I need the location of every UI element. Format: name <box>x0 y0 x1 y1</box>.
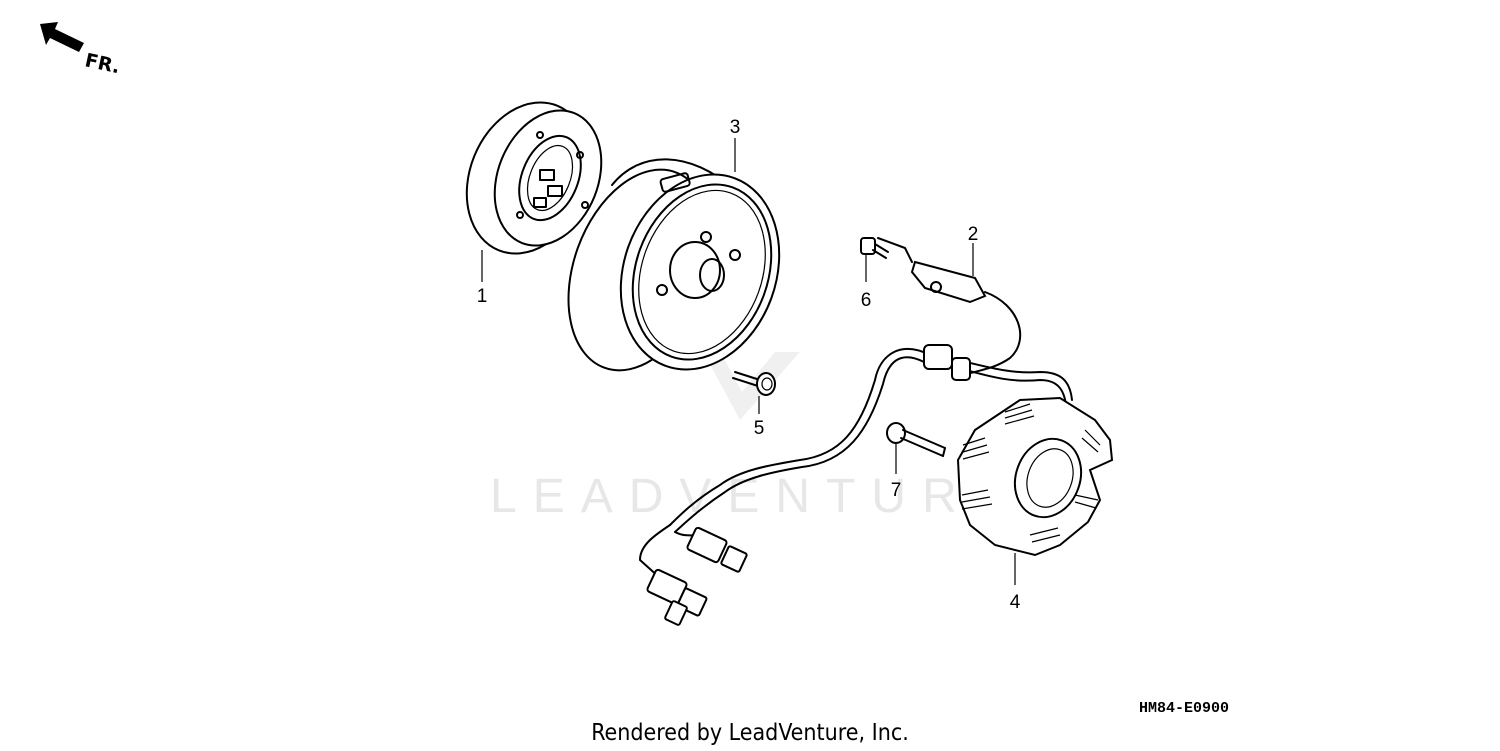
part-label-5: 5 <box>754 418 765 439</box>
part-6-bolt <box>860 237 889 259</box>
part-label-3: 3 <box>730 117 741 138</box>
footer-credit: Rendered by LeadVenture, Inc. <box>591 720 909 746</box>
part-label-7: 7 <box>891 480 902 501</box>
direction-label: FR. <box>83 49 122 78</box>
diagram-code: HM84-E0900 <box>1139 700 1229 717</box>
part-label-1: 1 <box>477 286 488 307</box>
part-7-bolt <box>886 422 946 457</box>
watermark-text: LEADVENTURE <box>490 470 1021 523</box>
part-label-2: 2 <box>968 224 979 245</box>
watermark: LEADVENTURE <box>490 255 1021 523</box>
part-4-stator <box>639 344 1114 626</box>
part-1-starter-clutch <box>465 101 603 255</box>
part-5-bolt <box>732 371 776 396</box>
part-3-flywheel <box>567 158 781 372</box>
part-label-4: 4 <box>1010 592 1021 613</box>
part-label-6: 6 <box>861 290 872 311</box>
front-direction-arrow-icon <box>40 22 84 52</box>
